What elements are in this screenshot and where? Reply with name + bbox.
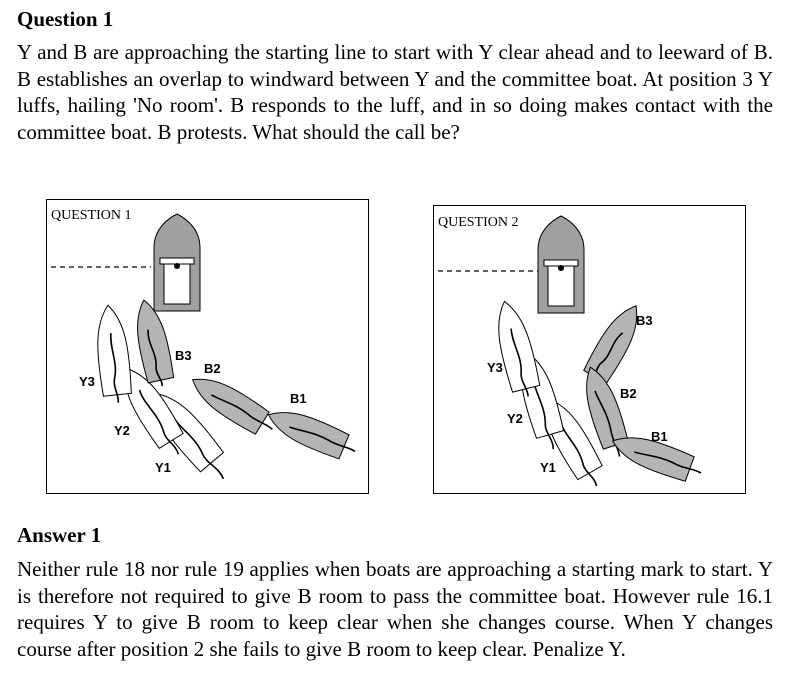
committee-boat: [153, 213, 201, 312]
boat-b3: [137, 299, 175, 387]
question-text: Y and B are approaching the starting lin…: [17, 40, 773, 144]
label-b3: B3: [636, 313, 653, 328]
diagram-question-2: B3 B2 B1 Y3 Y2 Y1 QUESTION 2: [433, 205, 746, 494]
answer-text: Neither rule 18 nor rule 19 applies when…: [17, 557, 773, 661]
label-y2: Y2: [507, 411, 523, 426]
diagram-2-title: QUESTION 2: [438, 215, 519, 230]
diagram-1-svg: B3 B2 B1 Y3 Y2 Y1: [51, 213, 356, 480]
answer-heading: Answer 1: [17, 523, 102, 547]
label-y3: Y3: [487, 360, 503, 375]
diagram-1-title: QUESTION 1: [51, 208, 132, 223]
boat-y3: [97, 304, 132, 403]
label-y1: Y1: [155, 460, 171, 475]
boat-y3: [498, 300, 541, 397]
label-b2: B2: [620, 386, 637, 401]
label-y2: Y2: [114, 423, 130, 438]
question-heading: Question 1: [17, 7, 114, 31]
boat-b2: [586, 366, 629, 457]
boat-b2: [192, 378, 273, 435]
label-b1: B1: [651, 429, 668, 444]
diagram-2-svg: B3 B2 B1 Y3 Y2 Y1: [438, 215, 702, 487]
label-b3: B3: [175, 348, 192, 363]
boat-b1: [267, 412, 356, 460]
boat-b1: [611, 437, 702, 482]
diagram-question-1: B3 B2 B1 Y3 Y2 Y1 QUESTION 1: [46, 199, 369, 494]
label-y1: Y1: [540, 460, 556, 475]
label-b2: B2: [204, 361, 221, 376]
label-y3: Y3: [79, 374, 95, 389]
label-b1: B1: [290, 391, 307, 406]
committee-boat: [537, 215, 585, 314]
